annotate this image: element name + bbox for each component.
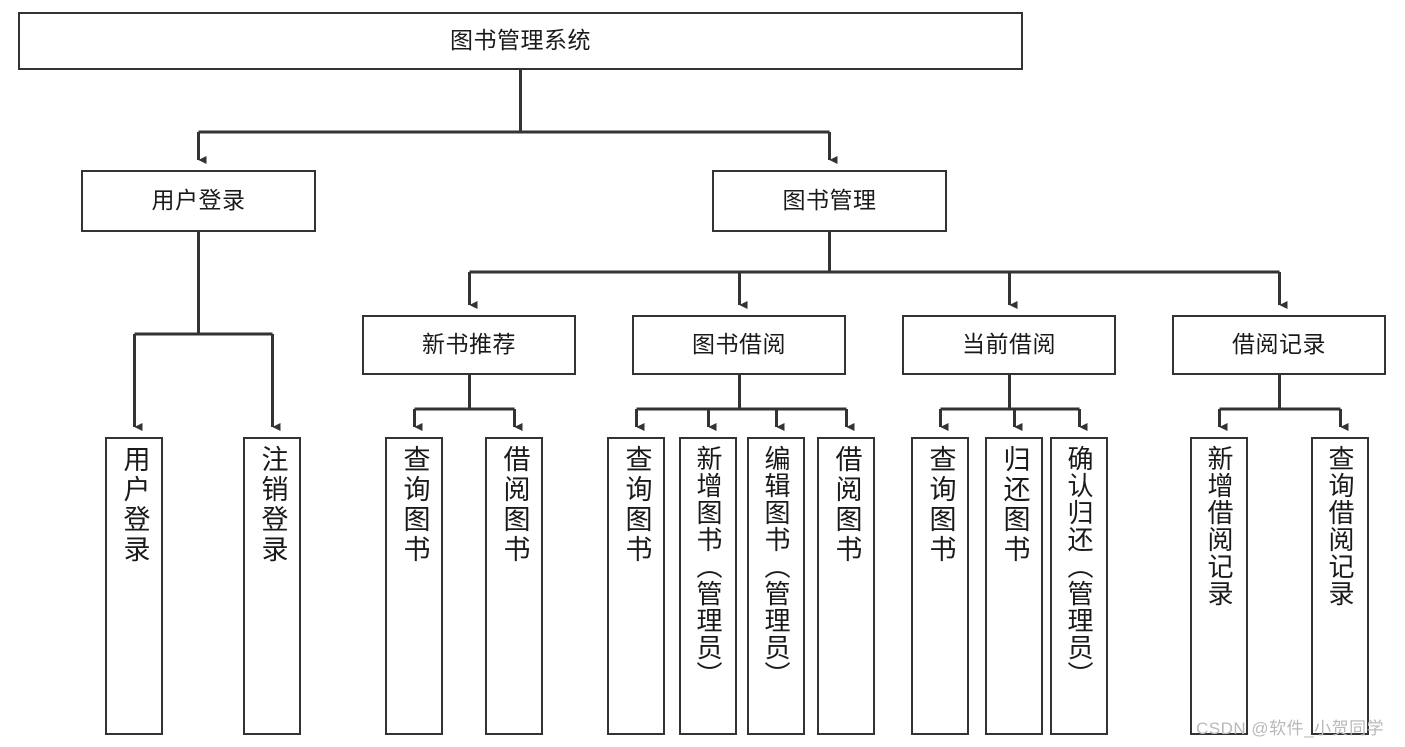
node-leaf-return-book[interactable]: 归还图书 — [985, 437, 1043, 735]
node-leaf-query-book-2[interactable]: 查询图书 — [607, 437, 665, 735]
node-leaf-add-book[interactable]: 新增图书（管理员） — [679, 437, 737, 735]
node-book-borrow[interactable]: 图书借阅 — [632, 315, 846, 375]
node-leaf-return-book-label: 归还图书 — [999, 445, 1030, 565]
node-leaf-logout[interactable]: 注销登录 — [243, 437, 301, 735]
node-new-book-rec[interactable]: 新书推荐 — [362, 315, 576, 375]
node-root[interactable]: 图书管理系统 — [18, 12, 1023, 70]
node-borrow-record[interactable]: 借阅记录 — [1172, 315, 1386, 375]
node-leaf-edit-book[interactable]: 编辑图书（管理员） — [747, 437, 805, 735]
node-current-borrow-label: 当前借阅 — [962, 331, 1056, 358]
node-leaf-user-login[interactable]: 用户登录 — [105, 437, 163, 735]
node-new-book-rec-label: 新书推荐 — [422, 331, 516, 358]
node-leaf-query-book-2-label: 查询图书 — [621, 445, 652, 565]
node-current-borrow[interactable]: 当前借阅 — [902, 315, 1116, 375]
node-root-label: 图书管理系统 — [450, 27, 591, 54]
node-book-manage-label: 图书管理 — [782, 187, 877, 214]
node-borrow-record-label: 借阅记录 — [1232, 331, 1326, 358]
node-leaf-confirm-return[interactable]: 确认归还（管理员） — [1050, 437, 1108, 735]
node-leaf-add-book-label: 新增图书（管理员） — [693, 445, 723, 688]
node-user-login-label: 用户登录 — [151, 187, 246, 214]
node-book-manage[interactable]: 图书管理 — [712, 170, 947, 232]
node-leaf-query-book-1[interactable]: 查询图书 — [385, 437, 443, 735]
node-leaf-confirm-return-label: 确认归还（管理员） — [1064, 445, 1094, 688]
node-leaf-query-record[interactable]: 查询借阅记录 — [1311, 437, 1369, 735]
node-leaf-edit-book-label: 编辑图书（管理员） — [761, 445, 791, 688]
node-leaf-borrow-book-2[interactable]: 借阅图书 — [817, 437, 875, 735]
node-leaf-borrow-book-1-label: 借阅图书 — [499, 445, 530, 565]
node-leaf-borrow-book-1[interactable]: 借阅图书 — [485, 437, 543, 735]
node-book-borrow-label: 图书借阅 — [692, 331, 786, 358]
node-leaf-query-book-1-label: 查询图书 — [399, 445, 430, 565]
watermark-text: CSDN @软件_小贺同学 — [1196, 719, 1385, 738]
node-leaf-query-book-3[interactable]: 查询图书 — [911, 437, 969, 735]
node-leaf-logout-label: 注销登录 — [257, 445, 288, 565]
node-leaf-add-record-label: 新增借阅记录 — [1204, 445, 1234, 607]
node-leaf-user-login-label: 用户登录 — [119, 445, 150, 565]
node-leaf-add-record[interactable]: 新增借阅记录 — [1190, 437, 1248, 735]
node-leaf-borrow-book-2-label: 借阅图书 — [831, 445, 862, 565]
node-leaf-query-book-3-label: 查询图书 — [925, 445, 956, 565]
node-leaf-query-record-label: 查询借阅记录 — [1325, 445, 1355, 607]
node-user-login[interactable]: 用户登录 — [81, 170, 316, 232]
